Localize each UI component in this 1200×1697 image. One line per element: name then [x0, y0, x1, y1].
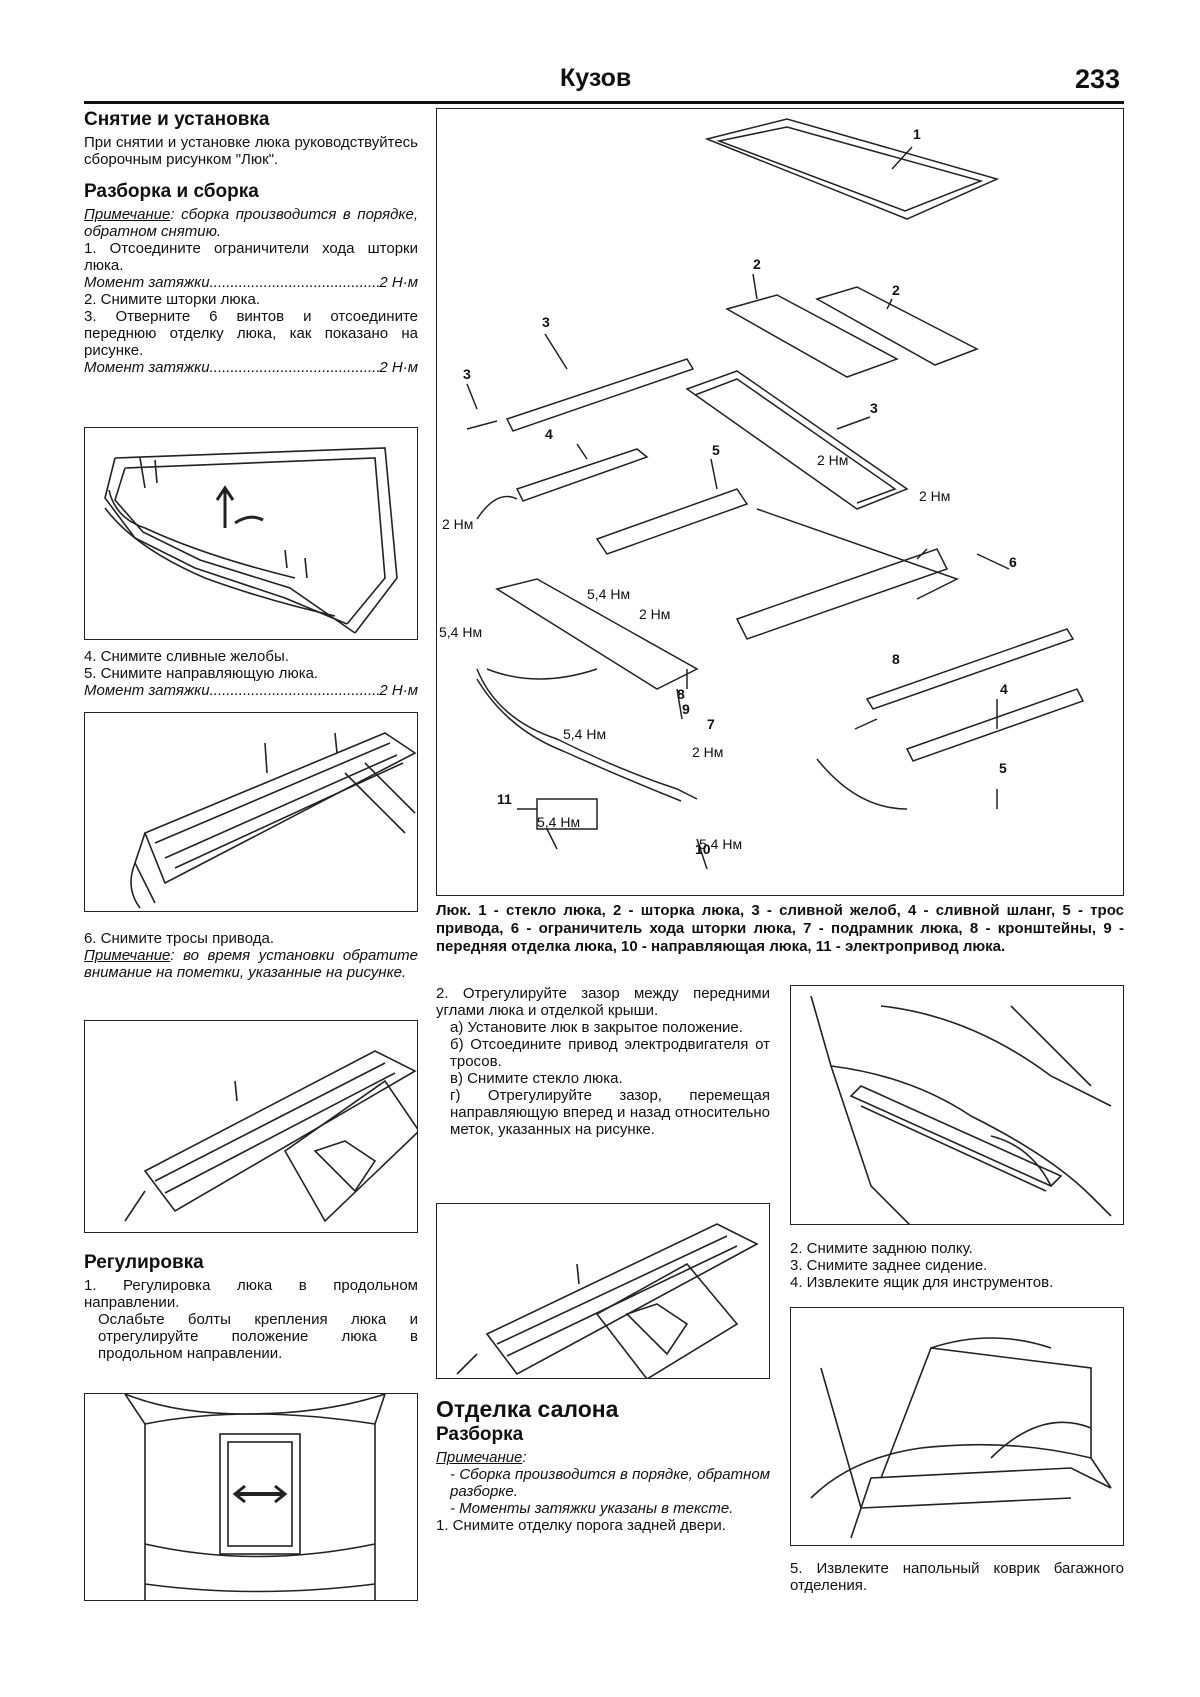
torque-label: Момент затяжки: [84, 682, 210, 699]
guide-adjust-drawing: [456, 1223, 759, 1378]
page-number: 233: [1074, 64, 1120, 94]
right-step-2: 2. Снимите заднюю полку.: [790, 1240, 973, 1257]
callout-label: 9: [682, 701, 690, 717]
callout-label: 5: [999, 760, 1007, 776]
step-4: 4. Снимите сливные желобы.: [84, 648, 289, 665]
callout-label: 4: [545, 426, 553, 442]
adjust-step-2d: г) Отрегулируйте зазор, перемещая направ…: [450, 1087, 770, 1138]
note-2-label: Примечание: [84, 947, 171, 964]
torque-label: 2 Нм: [639, 606, 670, 622]
torque-label: 2 Нм: [817, 452, 848, 468]
figure-caption: Люк. 1 - стекло люка, 2 - шторка люка, 3…: [436, 902, 1124, 955]
right-column-mid: 2. Снимите заднюю полку. 3. Снимите задн…: [790, 1240, 1124, 1291]
left-column-mid2: 6. Снимите тросы привода. Примечание: во…: [84, 930, 418, 981]
torque-label: Момент затяжки: [84, 359, 210, 376]
left-column-bottom: Регулировка 1. Регулировка люка в продол…: [84, 1243, 418, 1362]
torque-value: 2 Н·м: [379, 274, 418, 291]
torque-value: 2 Н·м: [379, 359, 418, 376]
callout-label: 1: [913, 126, 921, 142]
step-3: 3. Отверните 6 винтов и отсоедините пере…: [84, 308, 418, 359]
torque-label: 5,4 Нм: [587, 586, 630, 602]
callout-label: 4: [1000, 681, 1008, 697]
middle-column-top: 2. Отрегулируйте зазор между передними у…: [436, 985, 770, 1138]
figure-drive-cables: [84, 1020, 418, 1233]
adjust-step-2b: б) Отсоедините привод электродвигателя о…: [450, 1036, 770, 1070]
torque-label: 5,4 Нм: [699, 836, 742, 852]
right-step-3: 3. Снимите заднее сидение.: [790, 1257, 988, 1274]
trim-step-1: 1. Снимите отделку порога задней двери.: [436, 1517, 726, 1534]
figure-guide-rail: [84, 712, 418, 912]
adjust-step-2a: а) Установите люк в закрытое положение.: [450, 1019, 743, 1036]
heading-removal: Снятие и установка: [84, 109, 270, 130]
right-step-5: 5. Извлеките напольный коврик багажного …: [790, 1560, 1124, 1594]
heading-disassembly: Разборка и сборка: [84, 181, 259, 202]
right-column-bottom: 5. Извлеките напольный коврик багажного …: [790, 1560, 1124, 1594]
adjust-step-1b: Ослабьте болты крепления люка и отрегули…: [98, 1311, 418, 1362]
guide-rail-drawing: [130, 732, 417, 909]
callout-label: 6: [1009, 554, 1017, 570]
right-step-4: 4. Извлеките ящик для инструментов.: [790, 1274, 1054, 1291]
door-sill-drawing: [810, 995, 1112, 1224]
callout-label: 5: [712, 442, 720, 458]
torque-line-3: Момент затяжки 2 Н·м: [84, 682, 418, 699]
paragraph-removal: При снятии и установке люка руководствуй…: [84, 134, 418, 168]
torque-line-2: Момент затяжки 2 Н·м: [84, 359, 418, 376]
note-3b: - Моменты затяжки указаны в тексте.: [450, 1500, 734, 1517]
note-1-label: Примечание: [84, 206, 171, 223]
figure-trunk: [790, 1307, 1124, 1546]
note-1: Примечание: сборка производится в порядк…: [84, 206, 418, 240]
callout-label: 10: [695, 841, 711, 857]
step-6: 6. Снимите тросы привода.: [84, 930, 274, 947]
torque-label: 5,4 Нм: [439, 624, 482, 640]
callout-label: 8: [892, 651, 900, 667]
heading-interior-trim: Отделка салона: [436, 1396, 619, 1422]
step-5: 5. Снимите направляющую люка.: [84, 665, 319, 682]
torque-line-1: Момент затяжки 2 Н·м: [84, 274, 418, 291]
front-trim-drawing: [104, 447, 398, 634]
callout-label: 3: [870, 400, 878, 416]
figure-door-sill: [790, 985, 1124, 1225]
left-column-top: Снятие и установка При снятии и установк…: [84, 108, 418, 376]
note-2-text: : во время установки обратите внимание н…: [84, 947, 418, 981]
section-title: Кузов: [560, 64, 632, 92]
trunk-drawing: [810, 1337, 1112, 1539]
figure-front-trim: [84, 427, 418, 640]
note-1-text: : сборка производится в порядке, обратно…: [84, 206, 418, 240]
adjust-step-2c: в) Снимите стекло люка.: [450, 1070, 623, 1087]
heading-adjust: Регулировка: [84, 1252, 204, 1273]
callout-label: 7: [707, 716, 715, 732]
note-3: Примечание:: [436, 1449, 527, 1466]
callout-label: 8: [677, 686, 685, 702]
figure-roof-top-view: [84, 1393, 418, 1601]
torque-label: 5,4 Нм: [563, 726, 606, 742]
step-2: 2. Снимите шторки люка.: [84, 291, 261, 308]
step-1: 1. Отсоедините ограничители хода шторки …: [84, 240, 418, 274]
roof-top-view-drawing: [124, 1394, 386, 1600]
adjust-step-1: 1. Регулировка люка в продольном направл…: [84, 1277, 418, 1311]
note-2: Примечание: во время установки обратите …: [84, 947, 418, 981]
callout-label: 3: [463, 366, 471, 382]
note-3a: - Сборка производится в порядке, обратно…: [450, 1466, 770, 1500]
adjust-step-2: 2. Отрегулируйте зазор между передними у…: [436, 985, 770, 1019]
left-column-mid: 4. Снимите сливные желобы. 5. Снимите на…: [84, 648, 418, 699]
drive-cables-drawing: [124, 1050, 417, 1223]
torque-label: 2 Нм: [919, 488, 950, 504]
torque-label: 5,4 Нм: [537, 814, 580, 830]
torque-value: 2 Н·м: [379, 682, 418, 699]
note-3-label: Примечание: [436, 1449, 523, 1466]
callout-label: 2: [753, 256, 761, 272]
figure-guide-adjust: [436, 1203, 770, 1379]
torque-label: 2 Нм: [442, 516, 473, 532]
middle-column-bottom: Отделка салона Разборка Примечание: - Сб…: [436, 1395, 770, 1534]
header-rule: [84, 101, 1124, 104]
torque-label: 2 Нм: [692, 744, 723, 760]
callout-label: 11: [497, 791, 512, 807]
callout-label: 2: [892, 282, 900, 298]
heading-trim-disassembly: Разборка: [436, 1424, 524, 1445]
torque-label: Момент затяжки: [84, 274, 210, 291]
callout-label: 3: [542, 314, 550, 330]
